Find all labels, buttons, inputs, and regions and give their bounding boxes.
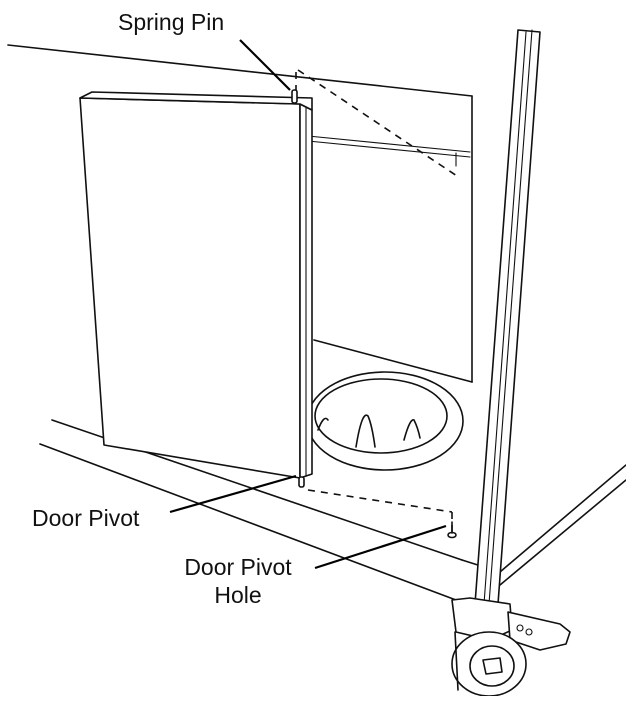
front-leg: [474, 29, 541, 605]
spring-pin-label: Spring Pin: [118, 9, 225, 35]
side-rail-lower: [499, 479, 626, 586]
cabinet-top-edge: [7, 44, 473, 97]
basin-fin-left: [317, 417, 329, 431]
door-top-edge: [79, 91, 313, 111]
door-pivot-pin: [298, 476, 305, 488]
caster-wheel: [451, 597, 571, 697]
door-pivot-hole-label-line1: Door Pivot: [184, 554, 292, 580]
leg-post: [474, 29, 541, 605]
side-rail-upper: [499, 464, 626, 573]
leg-post-edge-2: [488, 29, 533, 605]
door-pivot-hole-label: Door Pivot Hole: [168, 554, 308, 609]
shelf-rail-top: [307, 135, 471, 153]
spring-pin: [291, 89, 298, 104]
door-pivot-hole-leader: [314, 524, 447, 570]
drain-basin: [306, 371, 464, 471]
leg-post-edge: [483, 31, 527, 605]
shelf-rail-bottom: [307, 140, 471, 158]
dashed-door-bottom-line: [307, 489, 453, 513]
door-panel: [79, 89, 313, 488]
door-pivot-hole: [447, 521, 457, 539]
basin-outer-rim: [306, 371, 464, 471]
basin-fin-center: [355, 414, 376, 448]
brake-rivet-1: [516, 624, 524, 632]
base-edge-lower: [39, 443, 457, 601]
dashed-door-top-line: [297, 69, 461, 179]
wheel-hub: [469, 645, 515, 687]
basin-inner-rim: [314, 378, 448, 454]
cabinet-floor-back-edge: [313, 339, 473, 383]
door-pivot-label: Door Pivot: [32, 505, 140, 531]
door-pivot-leader: [169, 474, 297, 514]
brake-rivet-2: [525, 628, 533, 636]
basin-fin-right: [403, 419, 421, 441]
pivot-hole-ring: [447, 531, 457, 539]
wheel-axle-nut: [482, 657, 503, 675]
door-pivot-hole-label-line2: Hole: [214, 581, 262, 608]
spring-pin-leader: [239, 39, 291, 91]
callout-leaders: [169, 39, 447, 570]
door-front-face: [79, 97, 301, 479]
wheel-fork: [454, 631, 459, 691]
door-target-outline: [295, 69, 461, 534]
